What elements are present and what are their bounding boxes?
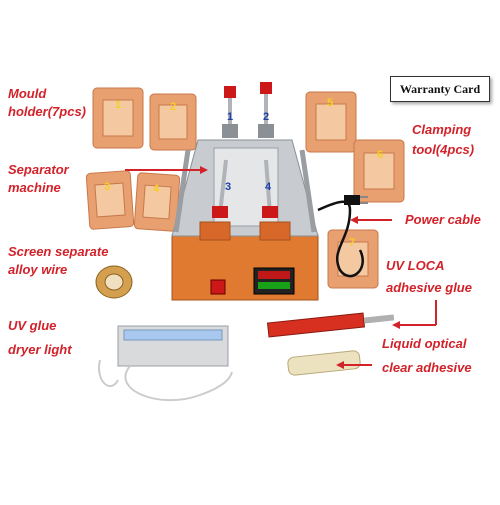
label-mould-line1: Mould (8, 86, 47, 101)
mould-holder-7: 7 (327, 229, 379, 289)
mould-number-1: 1 (115, 99, 121, 111)
label-uvglue-line2: dryer light (8, 342, 72, 357)
uv-loca-syringe (266, 312, 395, 338)
label-separator-line1: Separator (8, 162, 69, 177)
clamp-number-1: 1 (227, 111, 233, 123)
mould-holder-4: 4 (133, 172, 181, 232)
mould-number-5: 5 (327, 97, 333, 109)
clamp-number-3: 3 (225, 181, 231, 193)
warranty-card: Warranty Card (390, 76, 490, 102)
alloy-wire-spool (95, 265, 133, 299)
clamp-2: 2 (258, 82, 274, 138)
mould-number-6: 6 (377, 149, 383, 161)
label-uvglue-line1: UV glue (8, 318, 57, 333)
clamp-number-4: 4 (265, 181, 272, 193)
mould-number-4: 4 (153, 183, 160, 195)
label-separator-line2: machine (8, 180, 61, 195)
clamp-3: 3 (212, 159, 231, 218)
mould-holder-3: 3 (85, 170, 135, 230)
mould-holder-1: 1 (92, 87, 144, 149)
mould-holder-2: 2 (149, 93, 197, 151)
label-clamping-line1: Clamping (412, 122, 472, 137)
mould-number-2: 2 (170, 101, 176, 113)
uv-dryer-light (98, 325, 233, 402)
liquid-optical-adhesive-tube (287, 350, 361, 376)
separator-machine (171, 139, 319, 301)
label-liquid-line2: clear adhesive (382, 360, 472, 375)
label-clamping-line2: tool(4pcs) (412, 142, 475, 157)
label-screen-line2: alloy wire (8, 262, 68, 277)
label-power-cable: Power cable (405, 212, 481, 227)
label-mould-line2: holder(7pcs) (8, 104, 87, 119)
label-liquid-line1: Liquid optical (382, 336, 467, 351)
power-cable (317, 195, 368, 278)
mould-holder-6: 6 (353, 139, 405, 203)
label-screen-line1: Screen separate (8, 244, 109, 259)
mould-number-3: 3 (104, 181, 110, 193)
label-loca-line1: UV LOCA (386, 258, 445, 273)
clamp-4: 4 (262, 159, 278, 218)
callout-arrows (125, 166, 437, 369)
power-switch (210, 279, 226, 295)
label-loca-line2: adhesive glue (386, 280, 472, 295)
clamp-number-2: 2 (263, 111, 269, 123)
mould-number-7: 7 (349, 237, 355, 249)
mould-holder-5: 5 (305, 91, 357, 153)
clamp-1: 1 (222, 86, 238, 138)
